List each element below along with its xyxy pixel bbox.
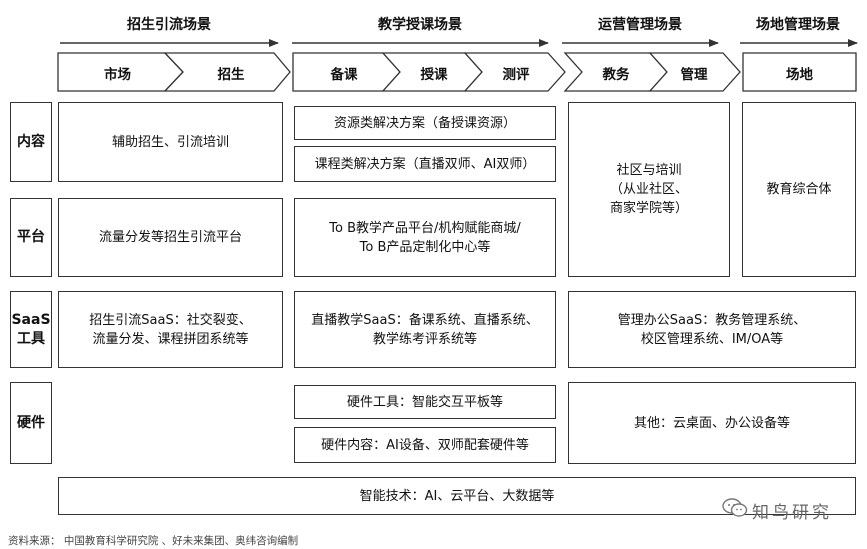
cell-platform-teach: To B教学产品平台/机构赋能商城/ To B产品定制化中心等 (294, 198, 556, 277)
cell-ops-community-training: 社区与培训 （从业社区、 商家学院等） (568, 102, 730, 277)
cell-saas-ops: 管理办公SaaS：教务管理系统、 校区管理系统、IM/OA等 (568, 291, 856, 368)
cell-hardware-other: 其他：云桌面、办公设备等 (568, 382, 856, 464)
scene-title-teaching: 教学授课场景 (378, 17, 462, 33)
step-assess: 测评 (502, 67, 530, 83)
cell-saas-teach: 直播教学SaaS：备课系统、直播系统、 教学练考评系统等 (294, 291, 556, 368)
row-header-saas: SaaS 工具 (10, 291, 52, 368)
source-note: 资料来源： 中国教育科学研究院 、好未来集团、奥纬咨询编制 (8, 535, 299, 547)
chevron-enrollment (163, 52, 291, 92)
watermark-text: 知鸟研究 (752, 503, 832, 523)
cell-saas-recruit: 招生引流SaaS：社交裂变、 流量分发、课程拼团系统等 (58, 291, 283, 368)
process-arrows (57, 39, 858, 92)
row-header-content: 内容 (10, 102, 52, 182)
cell-hardware-content: 硬件内容：AI设备、双师配套硬件等 (294, 427, 556, 463)
scene-title-venue: 场地管理场景 (756, 17, 840, 33)
cell-content-teach-resources: 资源类解决方案（备授课资源） (294, 106, 556, 140)
cell-venue-education-complex: 教育综合体 (742, 102, 856, 277)
scene-title-operations: 运营管理场景 (598, 17, 682, 33)
cell-hardware-tools: 硬件工具：智能交互平板等 (294, 385, 556, 419)
cell-content-recruit: 辅助招生、引流培训 (58, 102, 283, 182)
step-venue: 场地 (786, 67, 813, 83)
step-academic: 教务 (602, 67, 630, 83)
cell-platform-recruit: 流量分发等招生引流平台 (58, 198, 283, 277)
chevron-management (648, 52, 741, 92)
step-enrollment: 招生 (217, 67, 245, 83)
row-header-hardware: 硬件 (10, 382, 52, 464)
step-prep: 备课 (330, 67, 358, 83)
wechat-logo-icon (722, 498, 748, 517)
step-market: 市场 (104, 67, 131, 83)
chevron-assess (463, 52, 566, 92)
cell-content-teach-courses: 课程类解决方案（直播双师、AI双师） (294, 146, 556, 182)
chevron-venue (742, 52, 857, 92)
step-teach: 授课 (420, 67, 448, 83)
row-header-platform: 平台 (10, 198, 52, 277)
step-management: 管理 (680, 67, 708, 83)
scene-title-recruit: 招生引流场景 (127, 17, 211, 33)
